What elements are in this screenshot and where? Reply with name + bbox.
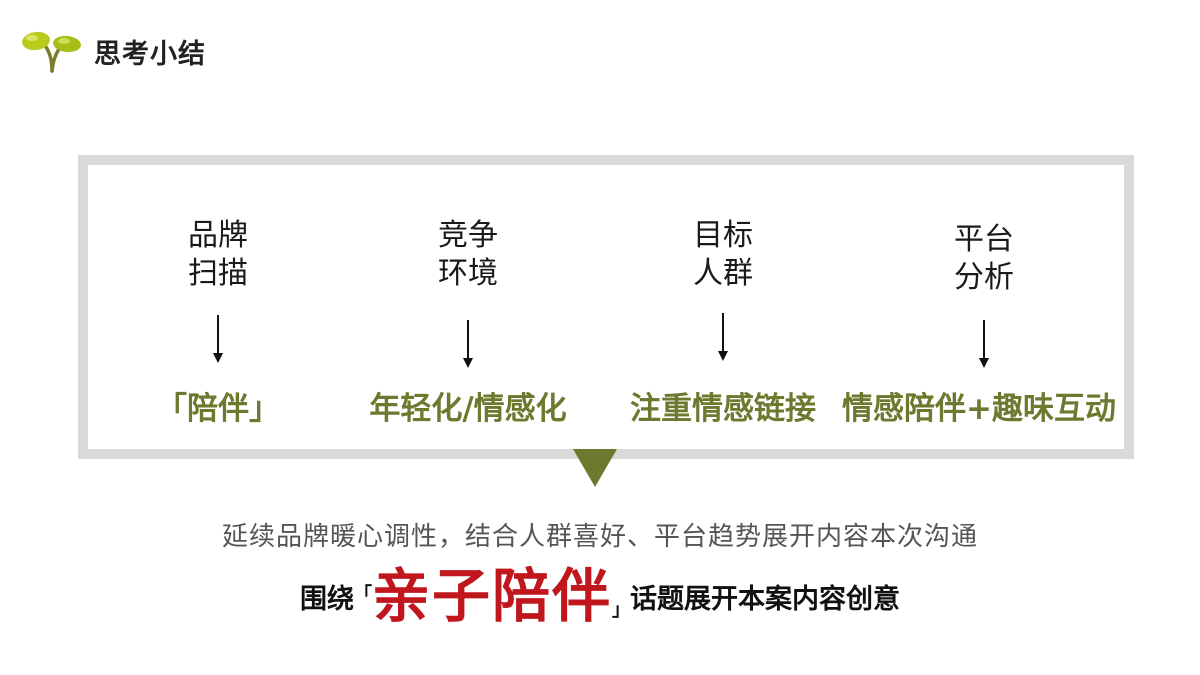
analysis-column-brand: 品牌 扫描 「陪伴」 — [128, 165, 308, 449]
summary-text: 延续品牌暖心调性，结合人群喜好、平台趋势展开内容本次沟通 — [221, 522, 978, 552]
analysis-column-platform: 平台 分析 情感陪伴+趣味互动 — [842, 165, 1116, 449]
analysis-column-audience: 目标 人群 注重情感链接 — [630, 165, 816, 449]
conclusion-bracket-close: 」 — [612, 600, 630, 621]
column-label-line1: 品牌 — [188, 218, 248, 253]
conclusion-suffix: 话题展开本案内容创意 — [630, 583, 900, 615]
down-triangle-icon — [573, 449, 617, 487]
column-label-line1: 平台 — [954, 222, 1014, 257]
column-label-line1: 竞争 — [438, 218, 498, 253]
arrow-down-icon — [463, 320, 473, 368]
arrow-down-icon — [718, 313, 728, 361]
sprout-icon — [22, 31, 81, 73]
column-label-line2: 人群 — [693, 256, 753, 291]
column-result: 年轻化/情感化 — [369, 391, 567, 427]
column-result: 情感陪伴+趣味互动 — [842, 391, 1116, 427]
column-label-line1: 目标 — [693, 218, 753, 253]
conclusion-line: 围绕 「 亲子陪伴 」 话题展开本案内容创意 — [0, 556, 1200, 636]
arrow-down-icon — [213, 315, 223, 363]
column-result: 「陪伴」 — [156, 391, 280, 427]
page-title: 思考小结 — [94, 38, 206, 70]
column-result: 注重情感链接 — [630, 391, 816, 427]
column-label-line2: 分析 — [954, 260, 1014, 295]
conclusion-prefix: 围绕 — [299, 583, 354, 615]
column-label-line2: 环境 — [438, 256, 498, 291]
column-label-line2: 扫描 — [188, 256, 248, 291]
conclusion-highlight: 亲子陪伴 — [371, 562, 612, 630]
analysis-column-competition: 竞争 环境 年轻化/情感化 — [369, 165, 566, 449]
conclusion-bracket-open: 「 — [353, 584, 372, 605]
arrow-down-icon — [979, 320, 989, 368]
slide-header: 思考小结 — [22, 26, 206, 76]
analysis-frame: 品牌 扫描 「陪伴」 竞争 环境 年轻化/情感化 目标 人群 注重情感链接 平台… — [78, 155, 1134, 459]
